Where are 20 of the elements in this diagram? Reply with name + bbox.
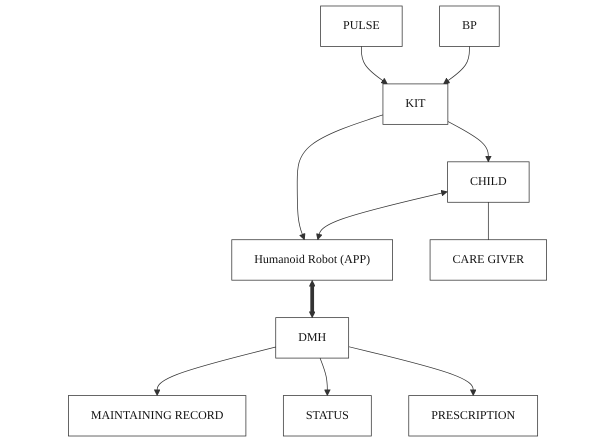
node-box: KIT <box>382 84 448 125</box>
node-box: STATUS <box>282 395 372 436</box>
node-box: BP <box>439 6 500 47</box>
node-box: MAINTAINING RECORD <box>68 395 246 436</box>
arrow <box>296 114 384 240</box>
connector <box>488 202 489 240</box>
node-box: CHILD <box>447 161 530 203</box>
arrow <box>316 190 448 240</box>
arrow <box>443 46 470 84</box>
arrow <box>348 346 476 396</box>
arrow <box>154 346 276 396</box>
arrow <box>320 358 331 396</box>
node-box: PRESCRIPTION <box>408 395 538 436</box>
arrow <box>308 280 316 318</box>
arrow <box>361 46 388 84</box>
node-box: CARE GIVER <box>430 239 547 281</box>
node-box: DMH <box>275 317 350 358</box>
node-box: Humanoid Robot (APP) <box>231 239 393 281</box>
arrow <box>447 121 492 162</box>
node-box: PULSE <box>320 6 403 47</box>
